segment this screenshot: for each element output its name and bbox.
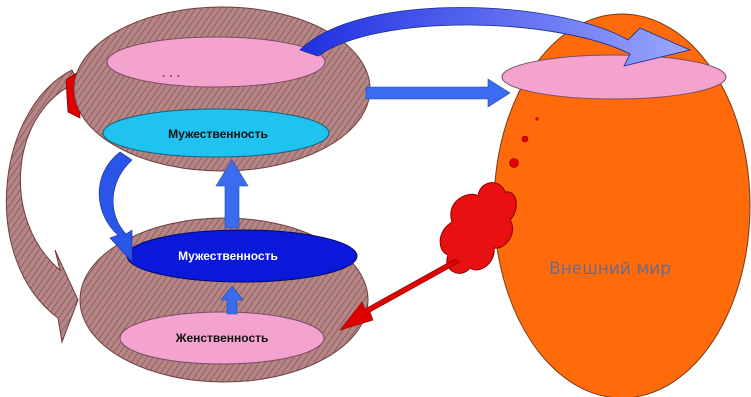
bottom-ring-upper-label: Мужественность (178, 249, 278, 263)
top-ring-lower-label: Мужественность (168, 127, 268, 141)
red-bubble-small (535, 117, 538, 120)
outer-world-label: Внешний мир (549, 259, 671, 279)
outer-world-pink-ellipse (502, 55, 726, 99)
bottom-ring-lower-label: Женственность (175, 331, 269, 345)
left-curved-arrow (6, 70, 78, 342)
red-bubble-large (510, 159, 519, 168)
top-ring-pink-ellipse (107, 37, 325, 87)
red-bubble-medium (522, 136, 528, 142)
horizontal-blue-arrow (366, 79, 510, 107)
top-ring-upper-label: · · · (162, 69, 181, 83)
